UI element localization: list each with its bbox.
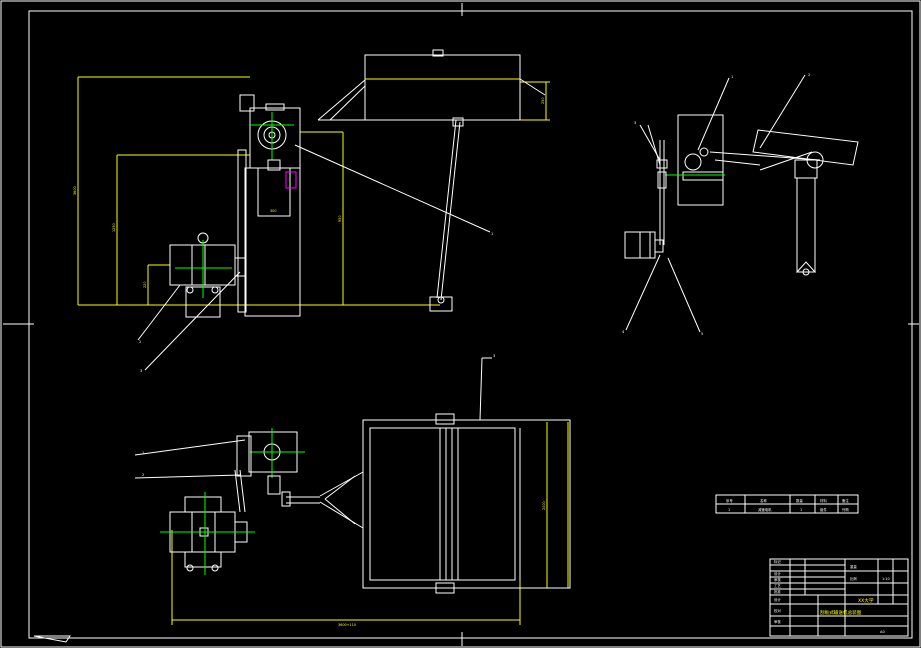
top-leader-label-2: 2 [142,473,144,477]
title-block [769,558,909,637]
side-leader-label-2: 2 [808,73,810,77]
parts-row-material: 组件 [820,507,827,512]
parts-header-remark: 备注 [842,498,849,503]
top-dim-bin-depth: 2000 [542,501,546,510]
title-row-review: 审核 [774,577,781,582]
front-dim-base-height: 1250 [112,223,116,232]
top-leaders [134,357,492,479]
top-leader-label-1: 1 [142,451,144,455]
front-dim-frame-height: 950 [338,216,342,222]
parts-header-material: 材料 [820,498,827,503]
top-dim-overall-width: 3600+110 [338,623,356,627]
title-row-process: 工艺 [774,583,781,588]
front-view: 3600 1250 950 220 250 300 [73,49,550,373]
front-dim-motor-height: 220 [143,282,147,288]
side-leader-label-4: 4 [622,330,625,334]
side-view: 1 2 3 4 5 [622,73,859,336]
parts-row-name: 减速电机 [758,507,772,512]
drawing-title: 刮板式输送机总装图 [820,609,862,616]
title-row-design: 设计 [774,571,781,576]
top-bin [362,413,571,594]
side-support-leg [794,159,818,276]
parts-row-remark: 外购 [842,507,849,512]
title-role-design: 设计 [774,597,781,602]
title-company: XX大学 [858,597,874,604]
front-dimension-lines [77,76,550,306]
title-scale-label: 比例 [850,576,857,581]
front-dim-overall-height: 3600 [73,186,77,195]
front-leader-label-2: 2 [139,340,141,344]
title-row-approve: 批准 [774,589,781,594]
top-tow-frame [286,471,364,529]
front-leader-label-1: 1 [491,232,493,236]
front-dim-small-width: 300 [270,209,276,213]
title-row-mark: 标记 [774,559,781,564]
front-column [237,149,301,317]
parts-row-qty: 1 [800,508,802,512]
side-drive-shaft [624,140,668,259]
top-motor [160,469,255,575]
title-sheet-size: A0 [880,630,885,634]
side-leader-label-3: 3 [634,121,636,125]
top-gearbox [236,428,305,507]
title-scale-value: 1:10 [882,577,890,581]
title-weight-label: 重量 [850,564,857,569]
parts-table [715,494,859,514]
side-leader-label-5: 5 [701,332,703,336]
front-leaders [137,144,491,371]
title-role-check: 校对 [774,608,781,613]
top-leader-label-3: 3 [493,354,495,358]
side-leaders [625,74,806,333]
parts-header-index: 序号 [726,498,733,503]
side-gear-housing [665,114,725,206]
parts-header-qty: 数量 [796,498,803,503]
front-hopper-bin [317,49,546,121]
front-motor [169,232,246,318]
side-leader-label-1: 1 [731,75,733,79]
front-connecting-rod [429,117,464,312]
top-view: 3600+110 2000 [134,354,571,627]
side-bin-rotated [709,129,859,171]
parts-header-name: 名称 [760,498,767,503]
front-dim-bin-height: 250 [541,98,545,104]
title-role-approve: 审核 [774,619,781,624]
parts-row-index: 1 [728,508,730,512]
front-leader-label-3: 3 [140,369,142,373]
